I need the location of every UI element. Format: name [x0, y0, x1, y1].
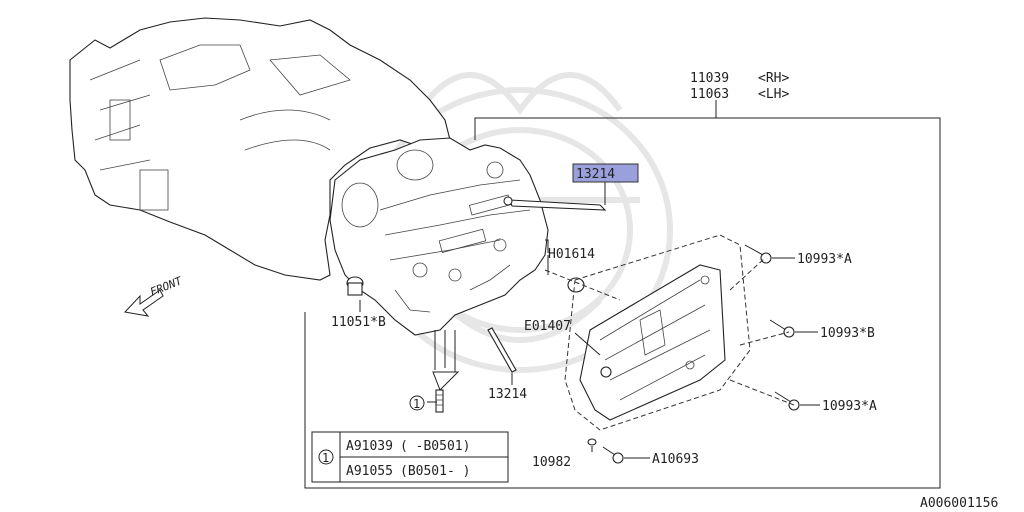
- callout-10993b[interactable]: 10993*B: [820, 326, 875, 341]
- front-direction-arrow: FRONT: [124, 274, 185, 317]
- leader-lines: [359, 182, 820, 459]
- legend-row-1-range: ( -B0501): [400, 439, 470, 454]
- callout-10993a-bottom[interactable]: 10993*A: [822, 399, 877, 414]
- callout-h01614[interactable]: H01614: [548, 247, 595, 262]
- camshaft-cover: [564, 234, 751, 431]
- legend-marker: 1: [322, 451, 329, 465]
- callout-11039[interactable]: 11039: [690, 71, 729, 86]
- callout-10993a-top[interactable]: 10993*A: [797, 252, 852, 267]
- callout-rh: <RH>: [758, 71, 789, 86]
- studs: [432, 330, 460, 413]
- stud-marker-number: 1: [413, 397, 420, 411]
- callout-13214-guide[interactable]: 13214: [488, 387, 527, 402]
- diagram-id: A006001156: [920, 496, 998, 511]
- cylinder-head-assembly: [329, 137, 549, 336]
- front-label: FRONT: [148, 274, 185, 299]
- guide-rods: [487, 196, 607, 373]
- highlight-13214-box[interactable]: [572, 163, 639, 183]
- callout-e01407[interactable]: E01407: [524, 319, 571, 334]
- assembly-bracket: [304, 100, 941, 489]
- callout-11051b[interactable]: 11051*B: [331, 315, 386, 330]
- callout-10982[interactable]: 10982: [532, 455, 571, 470]
- legend-table: 1 A91039 ( -B0501) A91055 (B0501- ): [311, 431, 509, 483]
- legend-row-1-part[interactable]: A91039: [346, 439, 393, 454]
- explode-lines: [544, 257, 795, 406]
- legend-row-2-part[interactable]: A91055: [346, 464, 393, 479]
- legend-row-2-range: (B0501- ): [400, 464, 470, 479]
- engine-block-outline: [69, 17, 451, 281]
- plugs: [346, 276, 585, 296]
- callout-lh: <LH>: [758, 87, 789, 102]
- stud-marker-circle: [409, 395, 425, 411]
- callout-a10693[interactable]: A10693: [652, 452, 699, 467]
- callout-11063[interactable]: 11063: [690, 87, 729, 102]
- callout-13214-highlighted[interactable]: 13214: [576, 167, 615, 182]
